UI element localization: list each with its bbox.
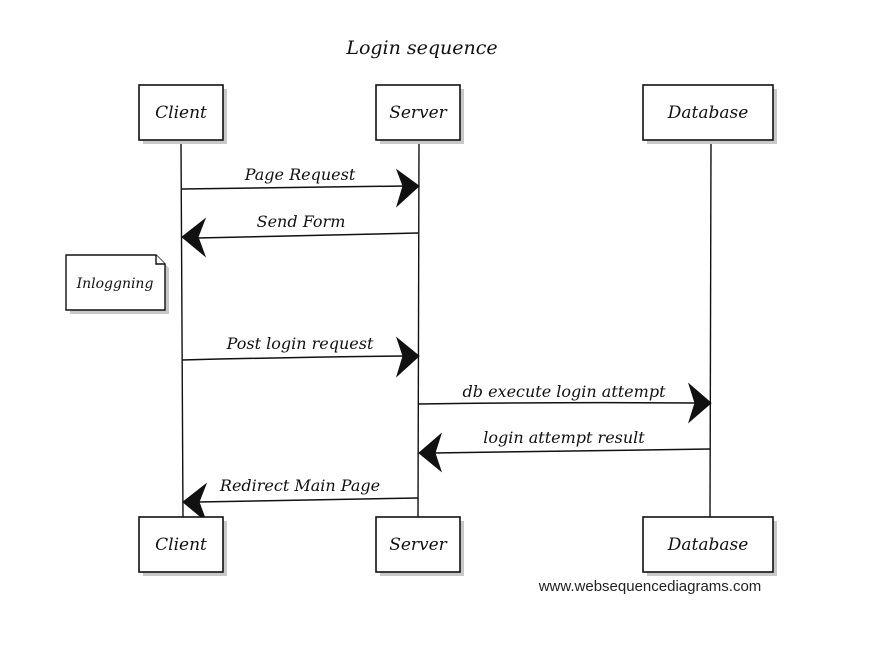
message-db-execute-login-attempt: db execute login attempt	[418, 382, 712, 424]
participant-database-bottom: Database	[642, 516, 777, 576]
participant-label: Database	[667, 535, 749, 555]
arrow-right-icon	[687, 382, 712, 424]
participant-database-top: Database	[642, 84, 777, 144]
participant-label: Client	[155, 535, 207, 555]
participant-server-top: Server	[375, 84, 464, 144]
arrow-left-icon	[181, 217, 207, 258]
message-label: Redirect Main Page	[219, 476, 380, 495]
participant-server-bottom: Server	[375, 516, 464, 576]
participant-label: Server	[389, 535, 447, 555]
note-inloggning: Inloggning	[65, 254, 169, 314]
diagram-title: Login sequence	[345, 37, 497, 59]
message-label: login attempt result	[483, 428, 645, 447]
participant-label: Database	[667, 103, 749, 123]
message-label: Send Form	[257, 212, 346, 231]
participant-client-bottom: Client	[138, 516, 227, 576]
lifeline-server	[417, 141, 420, 519]
lifeline-database	[709, 141, 712, 519]
message-send-form: Send Form	[181, 212, 419, 258]
watermark-text: www.websequencediagrams.com	[538, 578, 762, 595]
message-label: db execute login attempt	[463, 382, 667, 401]
arrow-right-icon	[395, 168, 420, 208]
lifeline-client	[180, 141, 184, 519]
message-label: Page Request	[244, 165, 356, 184]
message-page-request: Page Request	[181, 165, 420, 208]
arrow-left-icon	[418, 432, 443, 473]
message-label: Post login request	[226, 334, 374, 353]
participant-client-top: Client	[138, 84, 227, 144]
message-redirect-main-page: Redirect Main Page	[182, 476, 419, 523]
note-text: Inloggning	[76, 276, 154, 292]
participant-label: Client	[155, 103, 207, 123]
message-login-attempt-result: login attempt result	[418, 428, 711, 473]
message-post-login-request: Post login request	[181, 334, 420, 378]
arrow-right-icon	[395, 336, 420, 378]
participant-label: Server	[389, 103, 447, 123]
